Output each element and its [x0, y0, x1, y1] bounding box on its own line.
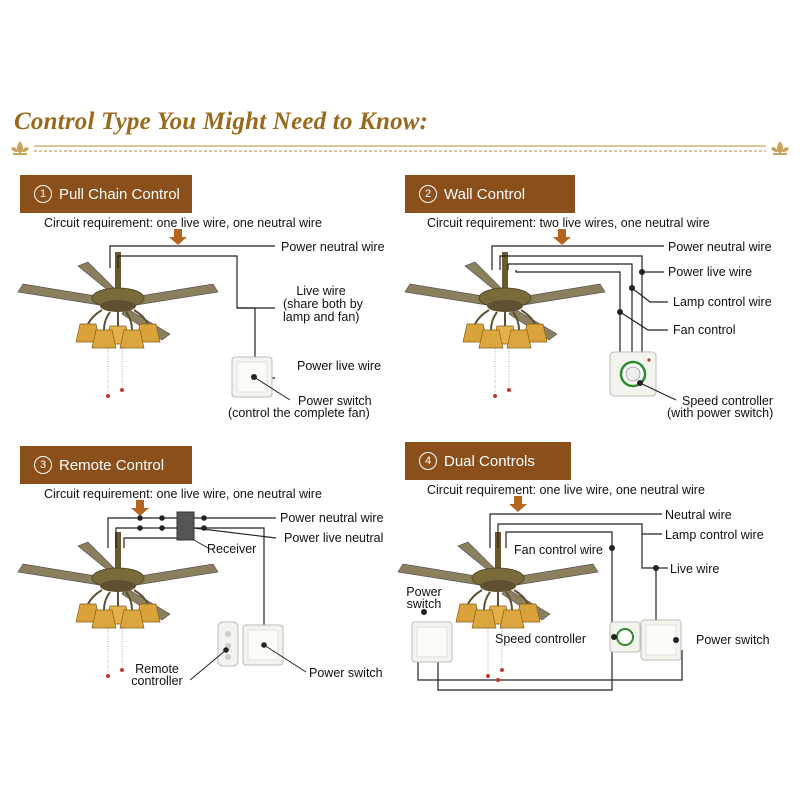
power-switch-label: Power switch [696, 633, 770, 647]
circuit-requirement: Circuit requirement: one live wire, one … [427, 483, 705, 497]
remote-controller-label: controller [131, 674, 183, 688]
panel-title: Dual Controls [444, 452, 535, 470]
live-wire-label: Live wire [670, 562, 720, 576]
step-number-badge: 1 [34, 185, 52, 203]
ceiling-fan-icon [404, 251, 606, 399]
power-switch-label: Power switch [309, 666, 383, 680]
requirement-arrow-icon [553, 229, 571, 245]
fleur-de-lis-icon [11, 141, 29, 155]
live-wire-label: Power live wire [668, 265, 753, 279]
panel-title: Pull Chain Control [59, 185, 180, 203]
power-switch-note: (control the complete fan) [228, 406, 370, 420]
live-wire-label: Live wire [296, 284, 346, 298]
neutral-wire-label: Power neutral wire [280, 511, 384, 525]
live-wire-note: (share both by [283, 297, 363, 311]
step-number-badge: 3 [34, 456, 52, 474]
speed-controller-label: Speed controller [682, 394, 774, 408]
panel-pull-chain-diagram [17, 229, 291, 401]
live-neutral-label: Power live neutral [284, 531, 384, 545]
remote-controller-icon [217, 621, 239, 667]
neutral-wire-label: Neutral wire [665, 508, 732, 522]
power-live-wire-label: Power live wire [297, 359, 382, 373]
power-switch-left-label: Power [406, 585, 442, 599]
panel-wall-control-diagram [404, 229, 677, 401]
live-wire-note: lamp and fan) [283, 310, 360, 324]
neutral-wire-label: Power neutral wire [281, 240, 385, 254]
ceiling-fan-icon [17, 251, 219, 399]
requirement-arrow-icon [509, 496, 527, 512]
fleur-de-lis-icon [771, 141, 789, 155]
panel-remote-control-diagram [17, 500, 307, 681]
panel-dual-controls-diagram [397, 496, 683, 691]
ceiling-fan-icon [17, 531, 219, 679]
ornamental-divider [11, 141, 789, 155]
step-number-badge: 4 [419, 452, 437, 470]
panel-title: Wall Control [444, 185, 526, 203]
fan-control-wire-label: Fan control wire [514, 543, 603, 557]
remote-controller-label: Remote [135, 662, 179, 676]
receiver-label: Receiver [207, 542, 257, 556]
neutral-wire-label: Power neutral wire [668, 240, 772, 254]
power-switch-left-label: switch [406, 597, 442, 611]
panel-title: Remote Control [59, 456, 165, 474]
power-switch-left-box [411, 621, 453, 663]
circuit-requirement: Circuit requirement: one live wire, one … [44, 216, 322, 230]
panel-4-header: 4 Dual Controls [405, 442, 571, 480]
requirement-arrow-icon [169, 229, 187, 245]
receiver-box [176, 511, 195, 541]
circuit-requirement: Circuit requirement: one live wire, one … [44, 487, 322, 501]
speed-controller-note: (with power switch) [667, 406, 774, 420]
requirement-arrow-icon [131, 500, 149, 516]
speed-controller-label: Speed controller [495, 632, 587, 646]
speed-controller-box [609, 351, 657, 397]
power-switch-label: Power switch [298, 394, 372, 408]
circuit-requirement: Circuit requirement: two live wires, one… [427, 216, 710, 230]
fan-control-label: Fan control [673, 323, 736, 337]
lamp-control-wire-label: Lamp control wire [665, 528, 764, 542]
page-title: Control Type You Might Need to Know: [14, 108, 429, 135]
panel-3-header: 3 Remote Control [20, 446, 192, 484]
step-number-badge: 2 [419, 185, 437, 203]
panel-1-header: 1 Pull Chain Control [20, 175, 192, 213]
lamp-control-wire-label: Lamp control wire [673, 295, 772, 309]
speed-controller-box [609, 621, 641, 653]
panel-2-header: 2 Wall Control [405, 175, 575, 213]
